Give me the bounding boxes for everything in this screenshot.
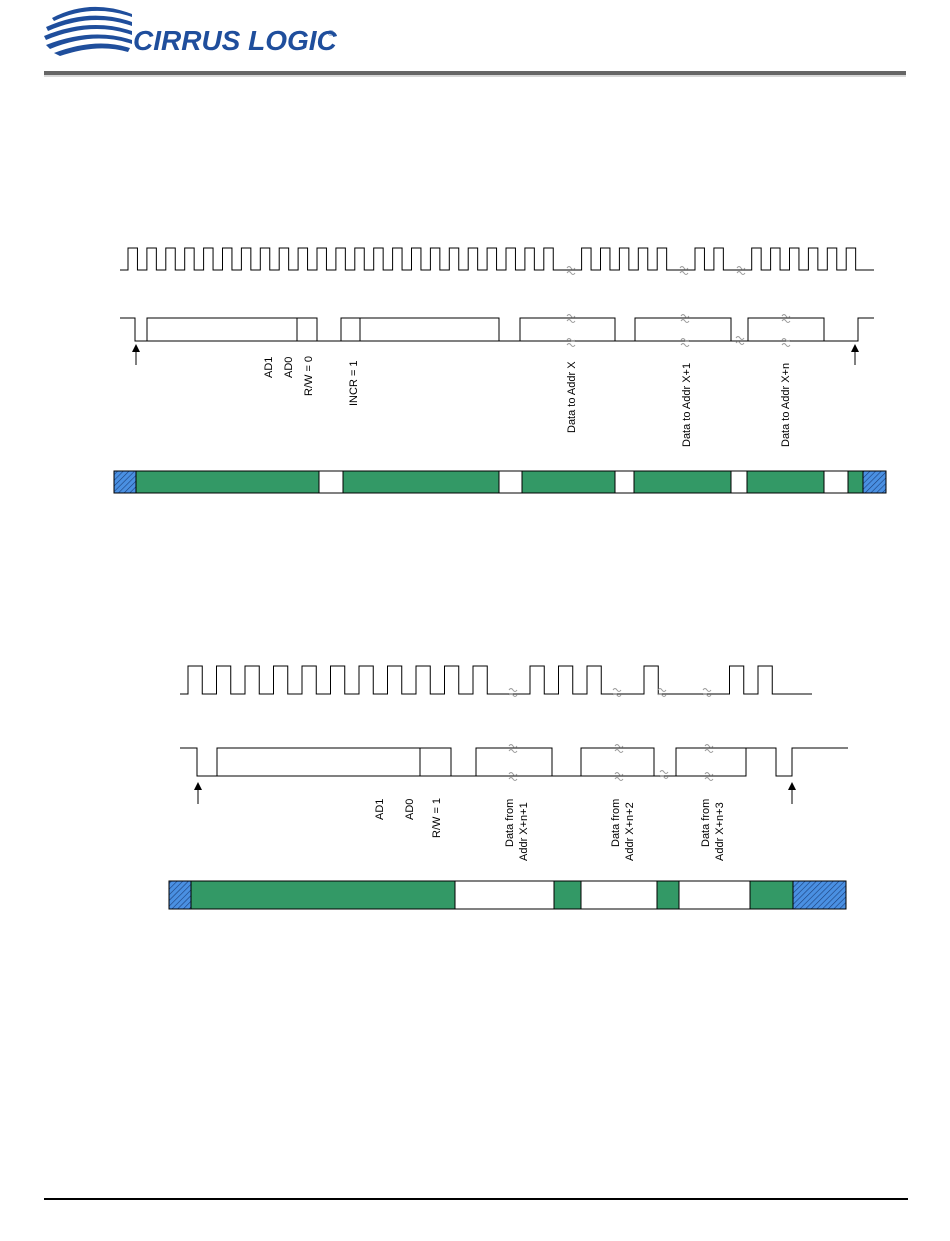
read-timing-diagram: AD1 AD0 R/W = 1 Data from Addr X+n+1 Dat…: [169, 666, 848, 909]
label-rw-read: R/W = 1: [431, 798, 443, 838]
label-data-addr-x: Data to Addr X: [566, 361, 578, 433]
footer-rule: [44, 1198, 908, 1200]
start-condition-arrow-icon: [132, 344, 140, 365]
label-rw-write: R/W = 0: [303, 356, 315, 396]
label-data-addr-x1: Data to Addr X+1: [681, 363, 693, 447]
clock-break-marks: [509, 689, 711, 697]
label-data-from-2-line1: Data from: [610, 799, 622, 847]
sda-break-marks: [509, 745, 713, 781]
stop-condition-arrow-icon: [851, 344, 859, 365]
write-sda-waveform: [120, 318, 874, 341]
label-data-from-3-line2: Addr X+n+3: [714, 802, 726, 861]
header-rule: [44, 71, 906, 75]
read-scl-clock: [180, 666, 812, 697]
label-ad1: AD1: [263, 357, 275, 378]
start-condition-arrow-icon: [194, 782, 202, 804]
write-timing-diagram: AD1 AD0 R/W = 0 INCR = 1 Data to Addr X …: [114, 248, 886, 493]
read-bus-bar: [169, 881, 846, 909]
label-ad0: AD0: [404, 799, 416, 820]
stop-condition-arrow-icon: [788, 782, 796, 804]
cirrus-logic-logo: CIRRUS LOGIC ®: [44, 7, 338, 56]
logo-swoosh-icon: [44, 7, 132, 56]
registered-mark: ®: [328, 29, 334, 38]
label-ad1: AD1: [374, 799, 386, 820]
write-bus-bar: [114, 471, 886, 493]
label-data-from-1-line1: Data from: [504, 799, 516, 847]
sda-break-marks: [567, 315, 790, 347]
label-data-from-1-line2: Addr X+n+1: [518, 802, 530, 861]
label-data-addr-xn: Data to Addr X+n: [780, 363, 792, 447]
logo-text: CIRRUS LOGIC: [133, 25, 338, 56]
write-scl-clock: [120, 248, 874, 275]
label-incr: INCR = 1: [348, 360, 360, 406]
label-ad0: AD0: [283, 357, 295, 378]
label-data-from-3-line1: Data from: [700, 799, 712, 847]
label-data-from-2-line2: Addr X+n+2: [624, 802, 636, 861]
